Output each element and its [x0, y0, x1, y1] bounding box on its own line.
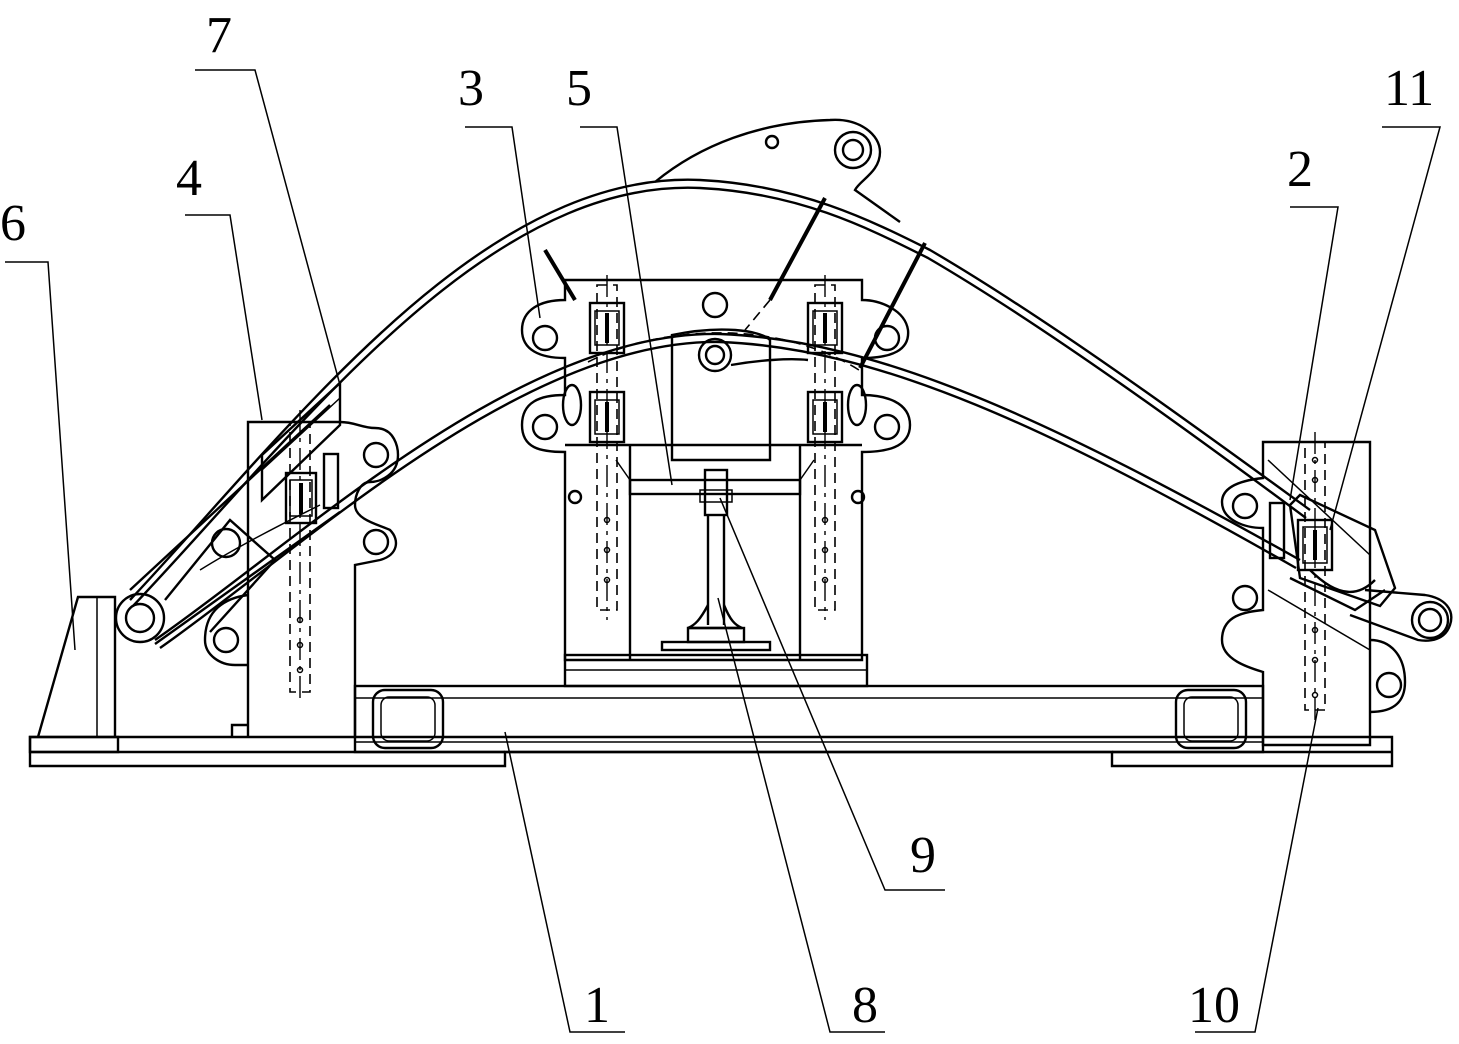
center-fixture: [520, 275, 912, 688]
label-1: 1: [584, 977, 610, 1034]
label-2: 2: [1287, 141, 1313, 198]
label-9: 9: [910, 827, 936, 884]
label-10: 10: [1188, 977, 1240, 1034]
right-support-plate: [1220, 432, 1453, 747]
end-stop-block: [28, 595, 120, 754]
part-labels: 7 4 6 3 5 11 2 9 8 1 10: [0, 7, 1434, 1034]
workpiece-arcs: [114, 118, 1386, 649]
label-7: 7: [206, 7, 232, 64]
leader-lines: [5, 69, 1441, 1033]
label-5: 5: [566, 60, 592, 117]
label-8: 8: [852, 977, 878, 1034]
left-support-plate: [203, 380, 400, 737]
label-4: 4: [176, 150, 202, 207]
label-11: 11: [1384, 60, 1434, 117]
label-3: 3: [458, 60, 484, 117]
label-6: 6: [0, 195, 26, 252]
